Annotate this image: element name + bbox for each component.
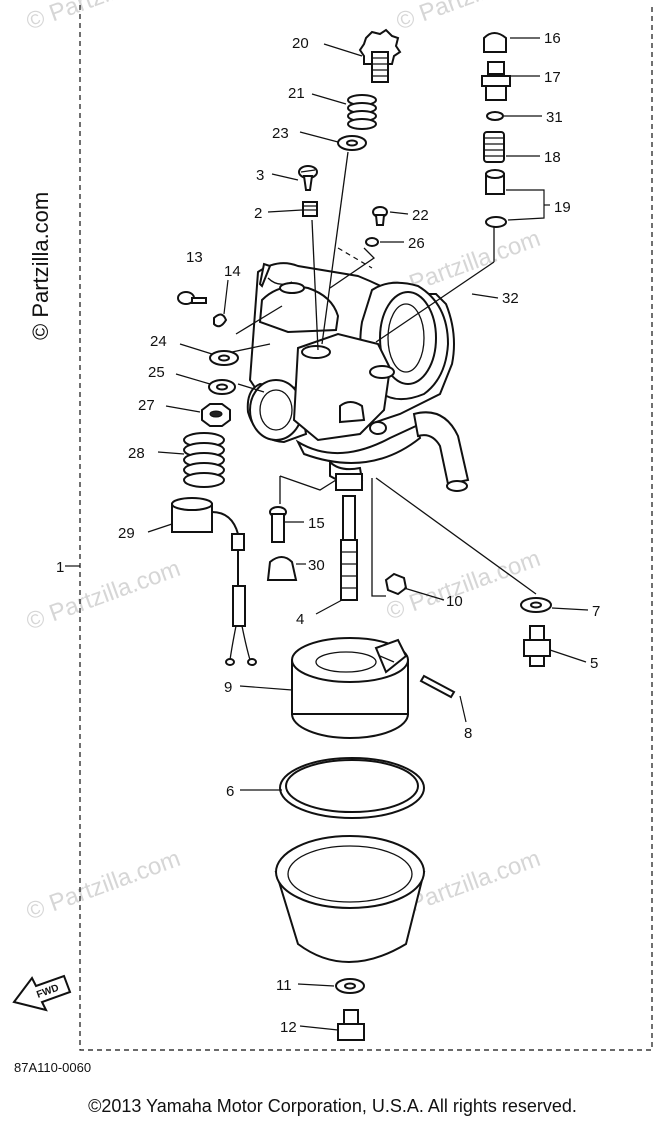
part-18-spring (483, 131, 505, 163)
label-23: 23 (272, 125, 289, 142)
part-13-screw (177, 291, 207, 305)
part-29-heater (171, 497, 257, 666)
label-leaders (147, 37, 589, 1031)
part-21-spring (347, 94, 377, 130)
part-27-nut (201, 403, 231, 427)
label-19: 19 (554, 199, 571, 216)
label-20: 20 (292, 35, 309, 52)
part-6-gasket (279, 757, 425, 819)
label-12: 12 (280, 1019, 297, 1036)
callout-labels: 20 21 23 3 2 22 26 16 17 31 18 19 13 14 … (56, 30, 600, 1036)
label-10: 10 (446, 593, 463, 610)
part-15-screw (269, 506, 287, 543)
watermark-low-left: © Partzilla.com (23, 555, 184, 636)
part-9-float (291, 637, 409, 739)
part-14-clip (213, 313, 228, 328)
label-22: 22 (412, 207, 429, 224)
part-4-jet-holder (340, 495, 358, 601)
label-3: 3 (256, 167, 264, 184)
part-25-washer (208, 379, 236, 395)
part-7-washer (520, 597, 552, 613)
label-13: 13 (186, 249, 203, 266)
label-27: 27 (138, 397, 155, 414)
label-21: 21 (288, 85, 305, 102)
label-2: 2 (254, 205, 262, 222)
label-4: 4 (296, 611, 304, 628)
label-16: 16 (544, 30, 561, 47)
label-8: 8 (464, 725, 472, 742)
label-5: 5 (590, 655, 598, 672)
label-6: 6 (226, 783, 234, 800)
label-9: 9 (224, 679, 232, 696)
label-28: 28 (128, 445, 145, 462)
label-25: 25 (148, 364, 165, 381)
label-30: 30 (308, 557, 325, 574)
label-32: 32 (502, 290, 519, 307)
label-7: 7 (592, 603, 600, 620)
label-24: 24 (150, 333, 167, 350)
part-24-washer (209, 350, 239, 366)
copyright-notice: ©2013 Yamaha Motor Corporation, U.S.A. A… (88, 1096, 577, 1116)
label-18: 18 (544, 149, 561, 166)
watermark-bottom-left: © Partzilla.com (23, 845, 184, 926)
part-16-cap (483, 32, 507, 53)
part-26-washer (365, 237, 379, 247)
watermark-low-right: © Partzilla.com (383, 545, 544, 626)
fwd-arrow: FWD (12, 974, 72, 1012)
part-8-pin (419, 674, 456, 699)
part-28-spring (183, 432, 225, 488)
part-17-plunger (481, 61, 511, 101)
part-20-screw (358, 28, 402, 83)
part-31-oring (486, 111, 504, 121)
label-31: 31 (546, 109, 563, 126)
part-10-plug (384, 572, 408, 596)
part-11-washer (335, 978, 365, 994)
watermark-side-vertical: © Partzilla.com (28, 192, 53, 340)
part-30-cap (266, 556, 298, 581)
label-15: 15 (308, 515, 325, 532)
label-1: 1 (56, 559, 64, 576)
label-26: 26 (408, 235, 425, 252)
watermark-top-left: © Partzilla.com (23, 0, 184, 36)
alignment-lines (231, 151, 537, 597)
assembly-boundary (79, 5, 653, 1051)
label-29: 29 (118, 525, 135, 542)
part-19-valve (485, 169, 507, 228)
label-11: 11 (276, 977, 292, 994)
part-3-screw (298, 165, 318, 191)
label-17: 17 (544, 69, 561, 86)
float-bowl (274, 835, 426, 963)
part-12-screw (337, 1009, 365, 1041)
part-2-jet (302, 201, 318, 217)
figure-code: 87A110-0060 (14, 1060, 92, 1075)
part-5-bolt (523, 625, 551, 667)
part-23-washer (337, 135, 367, 151)
carburetor-body (246, 262, 470, 492)
watermark-top-right: © Partzilla.com (393, 0, 554, 36)
part-22-screw (372, 206, 388, 226)
label-14: 14 (224, 263, 241, 280)
